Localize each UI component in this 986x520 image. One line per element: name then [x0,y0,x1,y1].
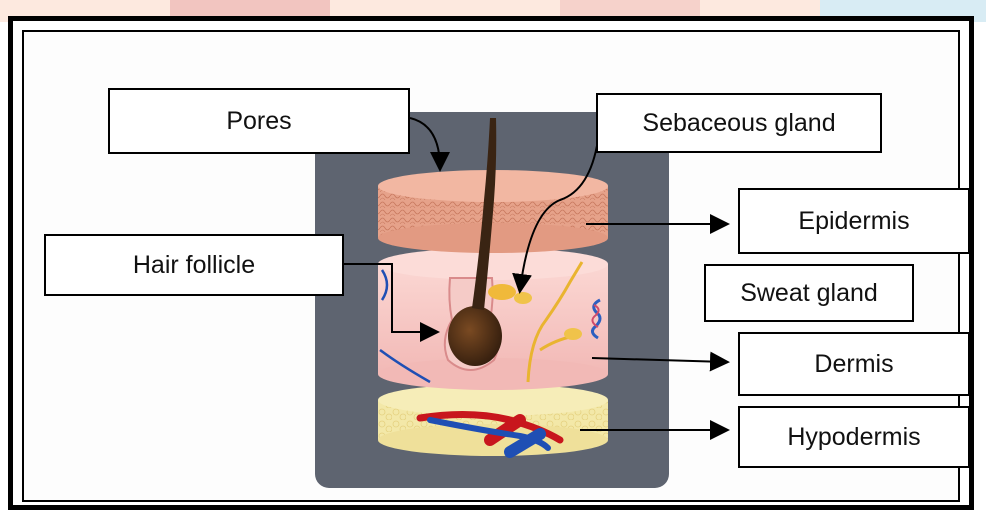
label-hair-follicle: Hair follicle [44,234,344,296]
dermis-layer [378,248,608,390]
label-hypodermis: Hypodermis [738,406,970,468]
label-pores: Pores [108,88,410,154]
label-sweat-gland: Sweat gland [704,264,914,322]
hypodermis-layer [378,384,608,456]
label-epidermis: Epidermis [738,188,970,254]
label-sebaceous-gland: Sebaceous gland [596,93,882,153]
label-dermis: Dermis [738,332,970,396]
